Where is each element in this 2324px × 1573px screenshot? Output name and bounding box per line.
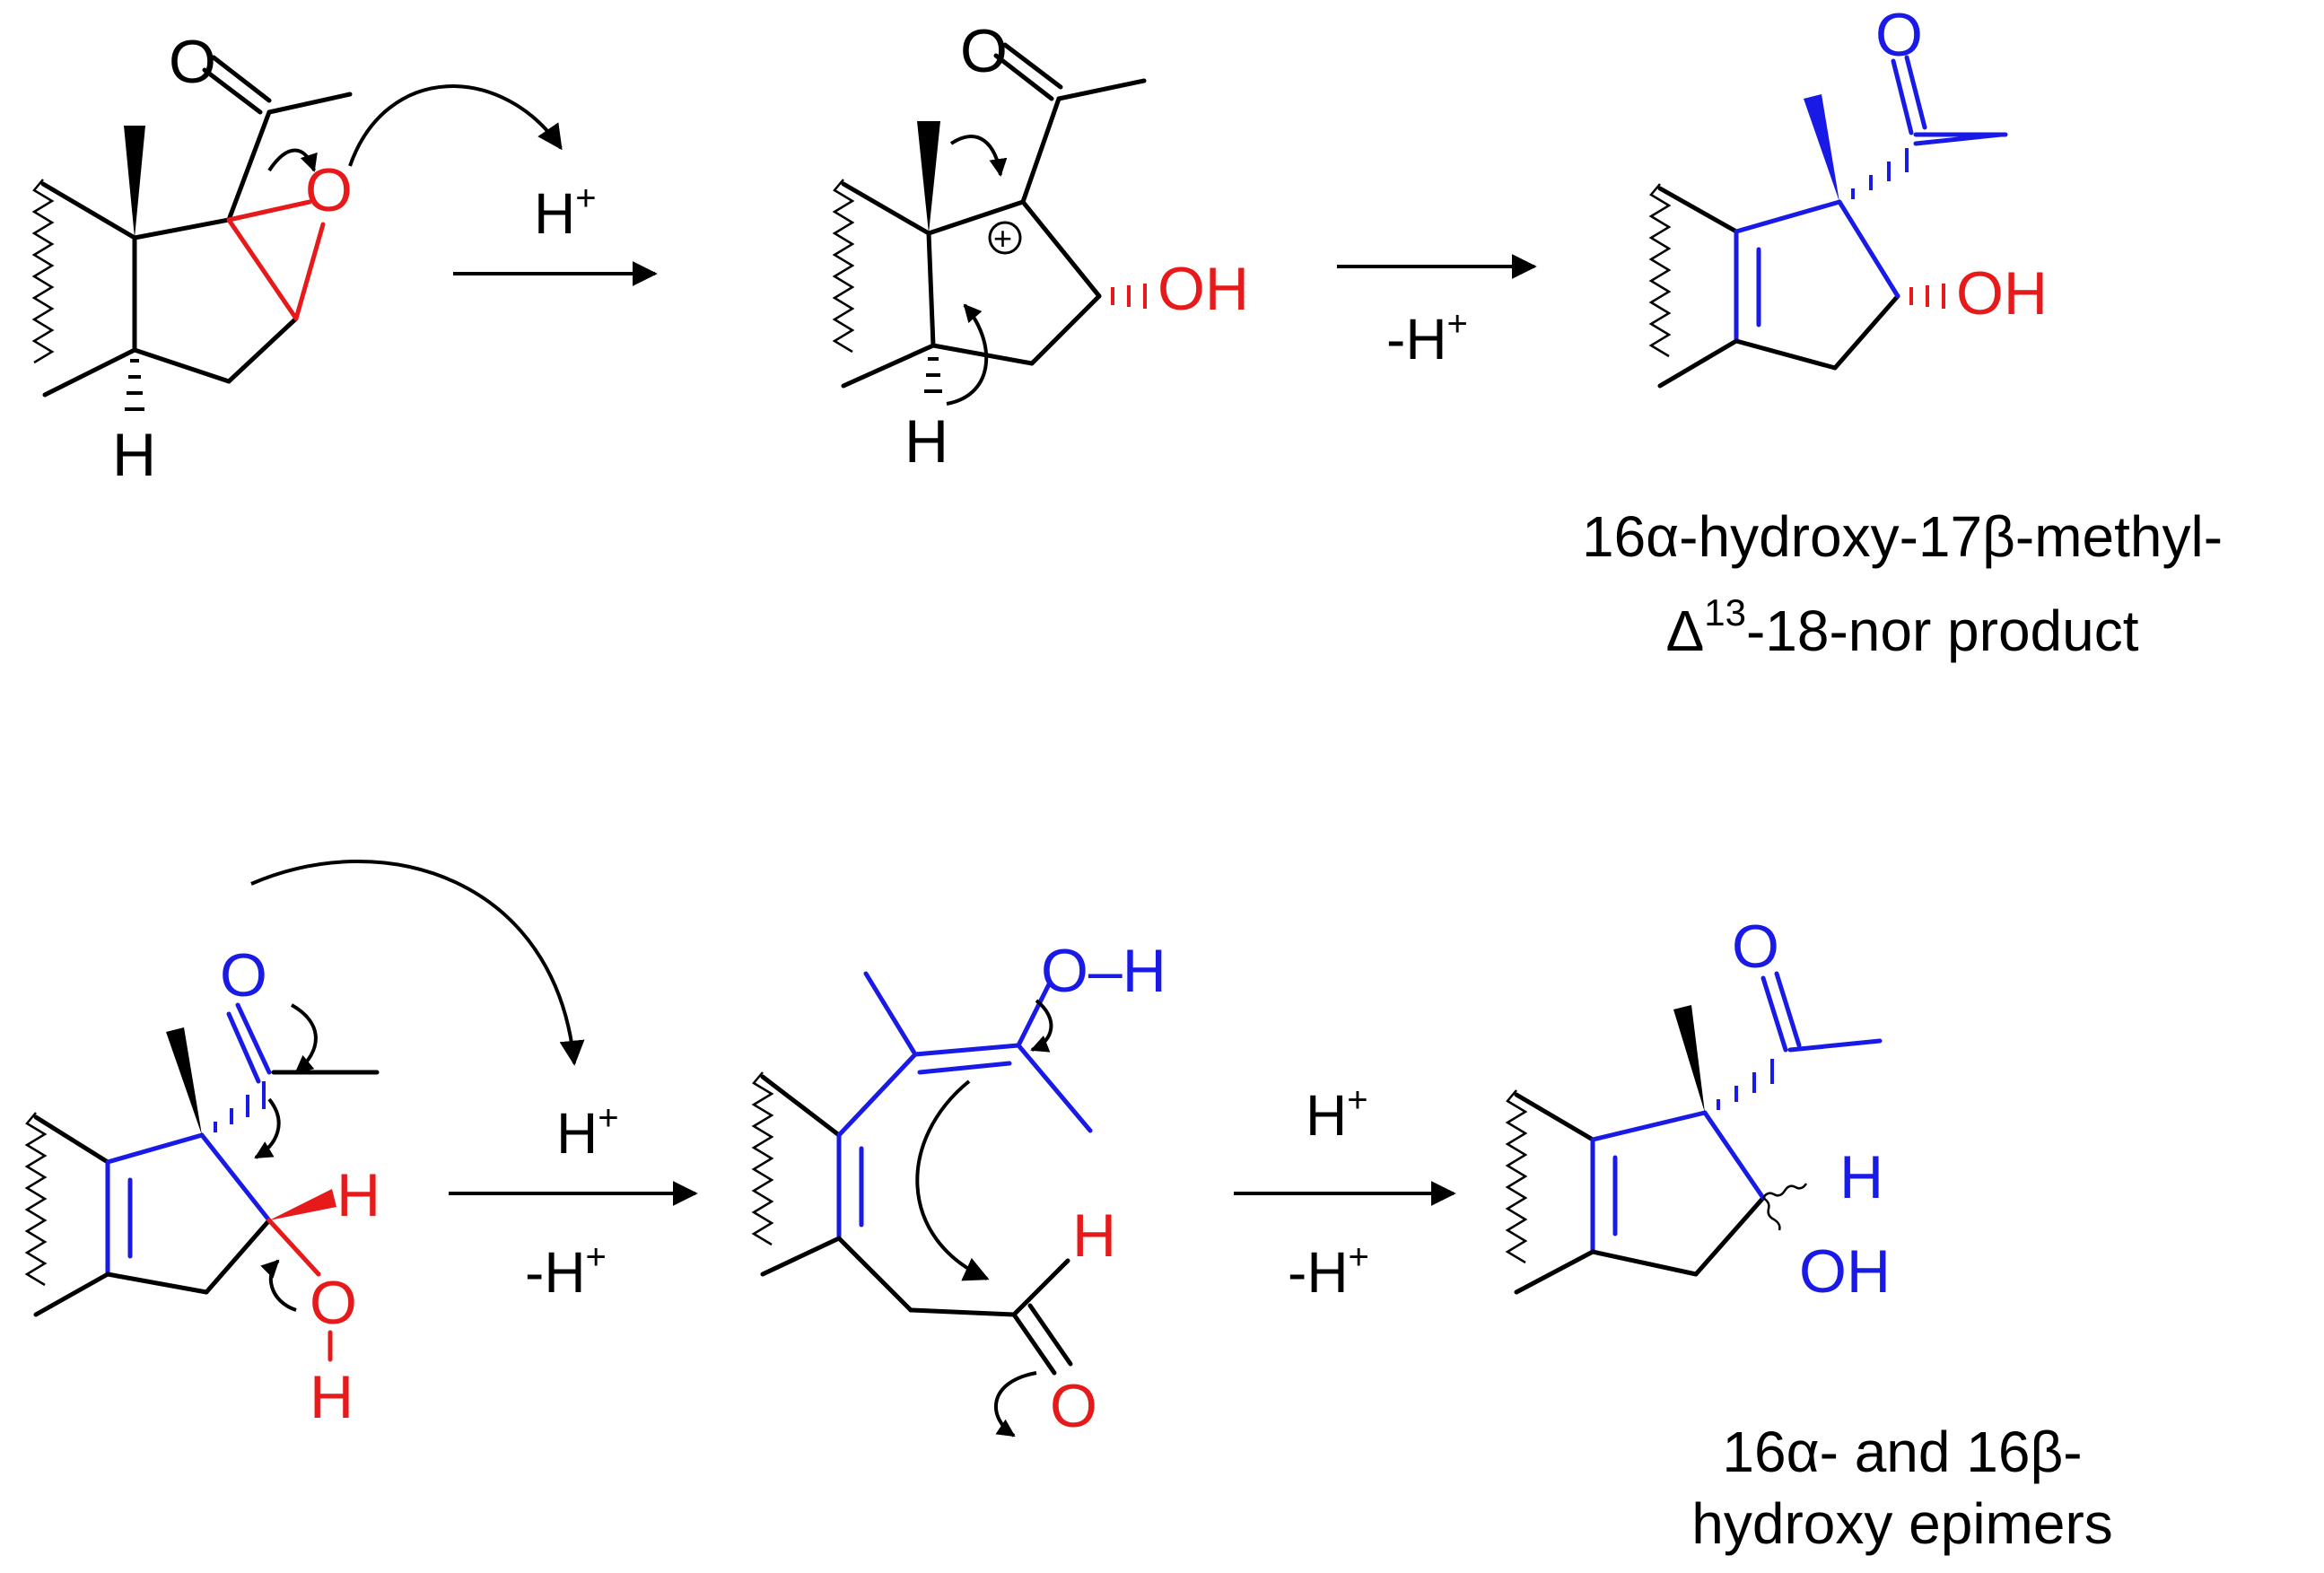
reaction-arrow-2: -H+ xyxy=(1337,254,1537,371)
curved-arrow-methyl-shift xyxy=(949,135,1008,177)
svg-text:-H+: -H+ xyxy=(1386,304,1468,371)
atom-h: H xyxy=(336,1161,380,1229)
atom-ketone-o: O xyxy=(960,17,1008,85)
atom-h: H xyxy=(112,421,156,489)
curved-arrow-cleavage xyxy=(254,1097,281,1159)
atom-h: H xyxy=(1839,1143,1883,1211)
epoxide-starting-material: O O H xyxy=(31,28,563,489)
curved-arrow-protonation xyxy=(250,860,585,1066)
atom-aldehyde-h: H xyxy=(1072,1202,1116,1270)
curved-arrow-epoxide xyxy=(267,148,318,172)
atom-hydroxyl-h: H xyxy=(310,1363,354,1431)
curved-arrow-oh xyxy=(260,1259,297,1312)
reaction-arrow-4: H+ -H+ xyxy=(1234,1080,1456,1305)
caption-product-2-line-1: 16α- and 16β- xyxy=(1722,1420,2082,1484)
atom-hydroxyl: OH xyxy=(1956,259,2048,328)
curved-arrow-carbonyl xyxy=(993,1371,1037,1438)
carbocation-intermediate: OH O + H xyxy=(832,17,1249,476)
caption-product-1-line-2: Δ13-18-nor product xyxy=(1665,591,2138,663)
retro-aldol-substrate: O H O H xyxy=(24,860,585,1431)
product-hydroxy-epimers: O H OH 16α- and 16β- hydroxy epimers xyxy=(1505,913,2113,1556)
curved-arrow-aldol xyxy=(915,1079,990,1281)
curved-arrow-h-loss xyxy=(946,303,989,406)
atom-h: H xyxy=(904,407,948,476)
svg-text:+: + xyxy=(993,220,1012,257)
caption-product-1-line-1: 16α-hydroxy-17β-methyl- xyxy=(1582,504,2223,569)
svg-text:-H+: -H+ xyxy=(1288,1237,1369,1305)
atom-ketone-o: O xyxy=(220,941,267,1009)
enol-aldehyde-intermediate: O–H H O xyxy=(751,937,1166,1440)
product-16alpha-hydroxy: O OH 16α-hydroxy-17β-methyl- Δ13-18-nor … xyxy=(1582,1,2223,663)
svg-text:H+: H+ xyxy=(556,1098,619,1166)
svg-text:H+: H+ xyxy=(534,179,597,246)
curved-arrow-carbonyl xyxy=(291,1003,318,1074)
atom-aldehyde-o: O xyxy=(1050,1372,1097,1440)
atom-ketone-o: O xyxy=(169,28,216,96)
atom-hydroxyl: OH xyxy=(1799,1237,1891,1306)
hashed-bond-h xyxy=(125,359,144,411)
atom-ketone-o: O xyxy=(1732,913,1779,981)
curved-arrow-enol xyxy=(1030,999,1053,1053)
svg-text:-H+: -H+ xyxy=(525,1237,607,1305)
atom-hydroxyl-o: O xyxy=(310,1269,357,1337)
reaction-arrow-1: H+ xyxy=(453,179,658,286)
cation-charge xyxy=(988,221,1022,255)
atom-hydroxyl: OH xyxy=(1158,255,1249,323)
reaction-arrow-3: H+ -H+ xyxy=(449,1098,698,1305)
svg-text:H+: H+ xyxy=(1306,1080,1368,1148)
curved-arrow-protonation xyxy=(348,84,563,167)
caption-product-2-line-2: hydroxy epimers xyxy=(1691,1491,2113,1556)
atom-ketone-o: O xyxy=(1875,1,1923,69)
atom-enol-oh: O–H xyxy=(1041,937,1166,1005)
